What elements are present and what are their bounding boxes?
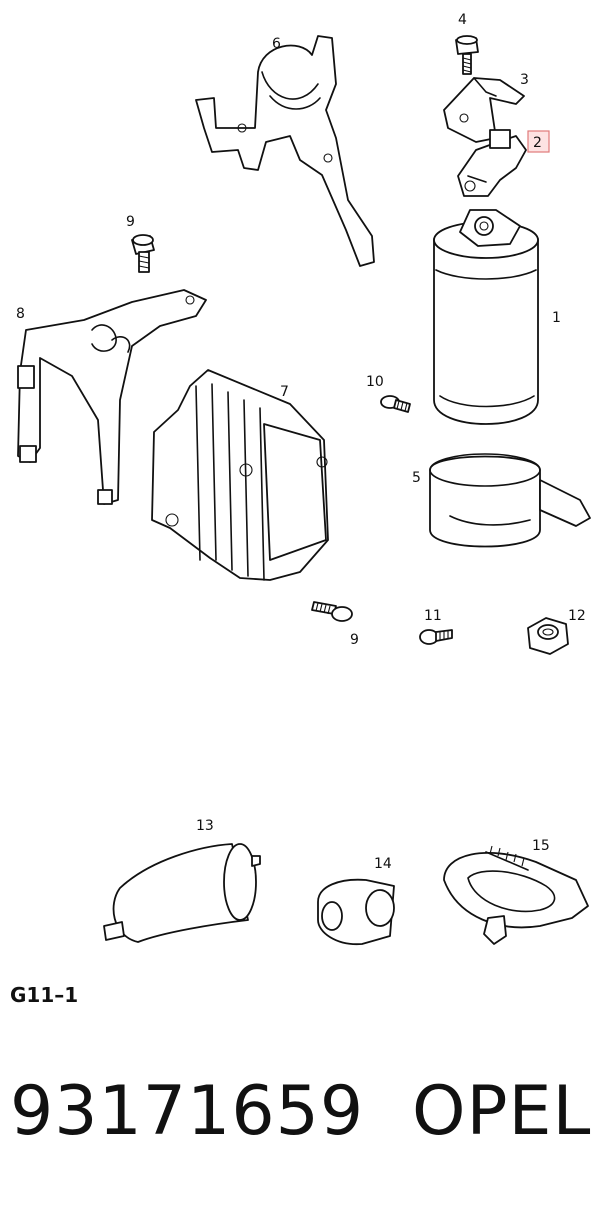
bolt-part-9-upper[interactable]	[131, 234, 155, 273]
bracket-part-3[interactable]	[443, 77, 525, 143]
callout-15: 15	[532, 838, 550, 854]
callout-14: 14	[374, 856, 392, 872]
callout-12: 12	[568, 608, 586, 624]
bracket-part-6[interactable]	[195, 35, 375, 267]
callout-9-lower: 9	[350, 632, 359, 648]
callout-9-upper: 9	[126, 214, 135, 230]
callout-13: 13	[196, 818, 214, 834]
fuel-filter-part-1[interactable]	[433, 209, 539, 425]
bolt-part-4[interactable]	[455, 35, 479, 75]
callout-7: 7	[280, 384, 289, 400]
hose-clamp-part-15[interactable]	[443, 845, 589, 945]
callout-10: 10	[366, 374, 384, 390]
callout-2-highlight	[527, 130, 550, 153]
grommet-part-14[interactable]	[317, 878, 395, 945]
clamp-band-part-5[interactable]	[429, 453, 591, 548]
bolt-part-9-lower[interactable]	[311, 601, 353, 622]
sensor-part-2[interactable]	[457, 129, 527, 197]
nut-part-12[interactable]	[527, 617, 569, 655]
control-unit-part-7[interactable]	[151, 369, 329, 581]
callout-2: 2	[533, 135, 542, 151]
inline-filter-part-13[interactable]	[103, 843, 261, 943]
diagram-code: G11–1	[10, 983, 79, 1007]
callout-1: 1	[552, 310, 561, 326]
bracket-part-8[interactable]	[17, 289, 207, 505]
callout-11: 11	[424, 608, 442, 624]
callout-3: 3	[520, 72, 529, 88]
brand-name: OPEL	[412, 1072, 592, 1151]
callout-4: 4	[458, 12, 467, 28]
callout-8: 8	[16, 306, 25, 322]
bolt-part-10[interactable]	[380, 395, 411, 413]
callout-6: 6	[272, 36, 281, 52]
bolt-part-11[interactable]	[419, 629, 453, 645]
part-number: 93171659	[10, 1072, 365, 1151]
callout-5: 5	[412, 470, 421, 486]
